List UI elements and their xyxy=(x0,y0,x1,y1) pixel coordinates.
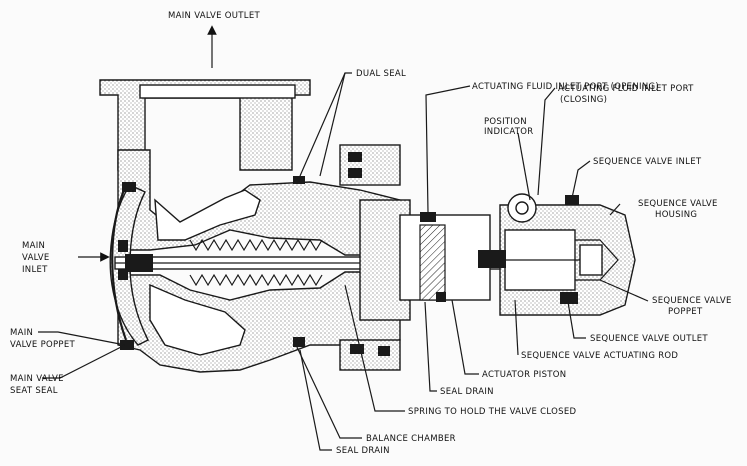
label-actuating-fluid-inlet-closing-2: (CLOSING) xyxy=(560,95,607,105)
label-seal-drain-right: SEAL DRAIN xyxy=(440,387,494,397)
leader-lines xyxy=(38,25,649,451)
label-main-valve-inlet-3: INLET xyxy=(22,265,48,275)
label-sequence-valve-housing-2: HOUSING xyxy=(655,210,697,220)
main-valve-body xyxy=(99,79,401,373)
label-main-valve-seat-seal-2: SEAT SEAL xyxy=(10,386,58,396)
label-main-valve-inlet-1: MAIN xyxy=(22,241,45,251)
label-sequence-valve-poppet-2: POPPET xyxy=(668,307,703,317)
label-seal-drain-bottom: SEAL DRAIN xyxy=(336,446,390,456)
label-dual-seal: DUAL SEAL xyxy=(356,69,406,79)
label-main-valve-poppet-2: VALVE POPPET xyxy=(10,340,76,350)
label-sequence-valve-inlet: SEQUENCE VALVE INLET xyxy=(593,157,702,167)
label-spring: SPRING TO HOLD THE VALVE CLOSED xyxy=(408,407,576,417)
label-balance-chamber: BALANCE CHAMBER xyxy=(366,434,456,444)
label-main-valve-inlet-2: VALVE xyxy=(22,253,50,263)
sequence-valve xyxy=(478,193,636,316)
label-sequence-valve-outlet: SEQUENCE VALVE OUTLET xyxy=(590,334,708,344)
label-actuator-piston: ACTUATOR PISTON xyxy=(482,370,566,380)
spring xyxy=(189,238,323,287)
label-actuating-fluid-inlet-opening: ACTUATING FLUID INLET PORT (OPENING) xyxy=(472,82,659,92)
label-main-valve-poppet-1: MAIN xyxy=(10,328,33,338)
label-sequence-valve-housing-1: SEQUENCE VALVE xyxy=(638,199,718,209)
label-sequence-valve-poppet-1: SEQUENCE VALVE xyxy=(652,296,732,306)
label-position-indicator-2: INDICATOR xyxy=(484,127,534,137)
actuator-housing xyxy=(293,144,491,371)
label-main-valve-outlet: MAIN VALVE OUTLET xyxy=(168,11,261,21)
label-main-valve-seat-seal-1: MAIN VALVE xyxy=(10,374,64,384)
callout-labels: MAIN VALVE OUTLET DUAL SEAL ACTUATING FL… xyxy=(10,11,732,456)
label-actuating-fluid-inlet-closing-1: ACTUATING FLUID INLET PORT xyxy=(558,84,694,94)
label-position-indicator-1: POSITION xyxy=(484,117,527,127)
label-sequence-valve-actuating-rod: SEQUENCE VALVE ACTUATING ROD xyxy=(521,351,678,361)
